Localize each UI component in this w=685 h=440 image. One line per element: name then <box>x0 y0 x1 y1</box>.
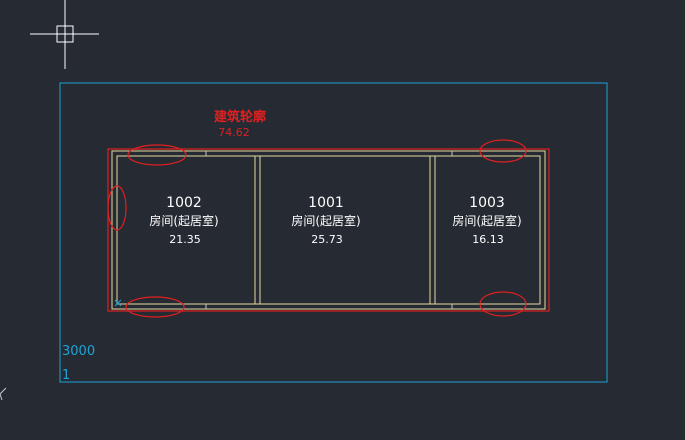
room-name: 房间(起居室) <box>291 213 360 228</box>
room-name: 房间(起居室) <box>149 213 218 228</box>
outer-wall-outer <box>111 150 546 310</box>
room-number: 1002 <box>166 195 202 211</box>
crosshair-icon <box>30 0 99 69</box>
highlight-ellipse-top-right <box>479 139 527 163</box>
room-area: 25.73 <box>311 233 343 246</box>
insertion-marker-icon <box>114 299 122 307</box>
room-number: 1001 <box>308 195 344 211</box>
wall-openings <box>205 151 453 309</box>
room-name: 房间(起居室) <box>452 213 521 228</box>
highlight-ellipse-bottom-left <box>125 296 185 318</box>
outline-area: 74.62 <box>218 126 250 139</box>
room-area: 21.35 <box>169 233 201 246</box>
ucs-axis-icon <box>0 387 7 401</box>
room-1003[interactable]: 1003 房间(起居室) 16.13 <box>452 195 521 246</box>
outer-wall-inner <box>116 155 541 305</box>
highlight-ellipse-left <box>107 185 127 231</box>
layout-frame[interactable] <box>59 82 608 383</box>
highlight-ellipse-top-left <box>127 144 187 166</box>
room-number: 1003 <box>469 195 505 211</box>
room-1001[interactable]: 1001 房间(起居室) 25.73 <box>291 195 360 246</box>
walls[interactable] <box>111 150 546 310</box>
frame-label-number: 1 <box>62 368 71 383</box>
room-1002[interactable]: 1002 房间(起居室) 21.35 <box>149 195 218 246</box>
highlight-ellipse-bottom-right <box>479 291 527 317</box>
building-outline[interactable] <box>107 148 550 312</box>
outline-title: 建筑轮廓 <box>214 109 266 125</box>
room-area: 16.13 <box>472 233 504 246</box>
highlight-markers <box>107 139 527 318</box>
frame-label-scale: 3000 <box>62 344 96 359</box>
